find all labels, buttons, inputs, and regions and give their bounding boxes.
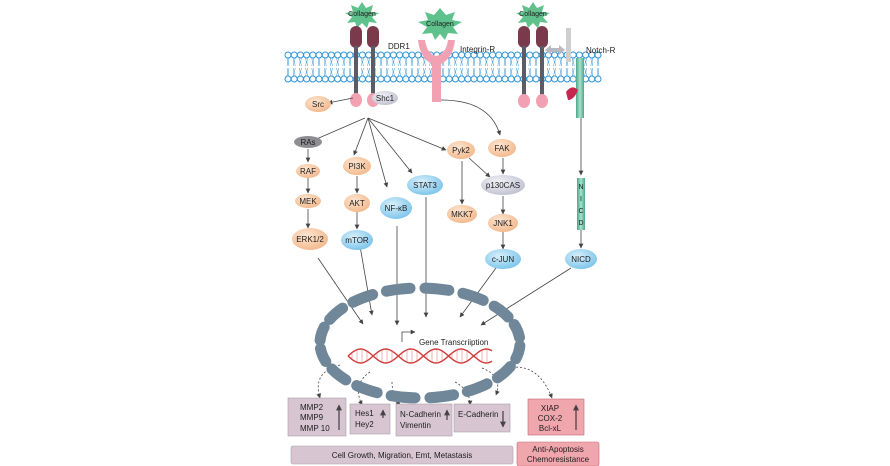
svg-text:COX-2: COX-2 <box>538 414 563 423</box>
node-src: Src <box>305 96 331 112</box>
svg-text:Shc1: Shc1 <box>376 94 395 103</box>
nicd-letter-n: N <box>578 184 583 191</box>
svg-text:MMP9: MMP9 <box>300 413 324 422</box>
dna-helix <box>347 348 493 364</box>
svg-text:NF-κB: NF-κB <box>385 204 408 213</box>
collagen-label-left: Collagen <box>348 11 376 18</box>
output-box-antiapoptotic: XIAP COX-2 Bcl-xL <box>527 398 585 436</box>
collagen-label-middle: Collagen <box>426 21 454 28</box>
output-box-hes-hey: Hes1 Hey2 <box>349 403 391 435</box>
ddr1-receptor <box>350 26 379 107</box>
collagen-left: Collagen <box>345 2 379 28</box>
nicd-letter-i: I <box>580 196 582 203</box>
integrin-receptor <box>418 40 455 102</box>
svg-text:MMP 10: MMP 10 <box>300 424 330 433</box>
svg-text:Chemoresistance: Chemoresistance <box>527 455 590 464</box>
svg-text:RAF: RAF <box>300 167 316 176</box>
notch-label: Notch-R <box>586 46 616 55</box>
anti-apoptosis-bar: Anti-Apoptosis Chemoresistance <box>516 441 600 466</box>
svg-text:c-JUN: c-JUN <box>492 255 514 264</box>
collagen-middle: Collagen <box>418 8 462 40</box>
svg-text:XIAP: XIAP <box>541 404 559 413</box>
svg-text:N-Cadherin: N-Cadherin <box>400 410 441 419</box>
svg-text:p130CAS: p130CAS <box>486 181 520 190</box>
integrin-label: Integrin-R <box>460 45 495 54</box>
nicd-letter-d: D <box>578 220 583 227</box>
svg-text:Pyk2: Pyk2 <box>452 146 470 155</box>
node-stat3: STAT3 <box>407 175 443 195</box>
output-box-ecadherin: E-Cadherin <box>453 403 511 433</box>
svg-text:MMP2: MMP2 <box>300 403 324 412</box>
svg-text:MEK: MEK <box>299 197 317 206</box>
ddr1-receptor-right <box>518 26 548 108</box>
svg-text:STAT3: STAT3 <box>413 181 437 190</box>
node-p130cas: p130CAS <box>481 175 525 195</box>
svg-text:NICD: NICD <box>571 255 591 264</box>
node-fak: FAK <box>488 139 516 157</box>
node-jnk1: JNK1 <box>488 214 518 232</box>
collagen-right: Collagen <box>516 2 550 28</box>
svg-text:RAs: RAs <box>300 138 315 147</box>
svg-text:E-Cadherin: E-Cadherin <box>458 410 498 419</box>
svg-text:ERK1/2: ERK1/2 <box>296 235 324 244</box>
node-shc1: Shc1 <box>372 91 398 105</box>
output-box-ncadherin: N-Cadherin Vimentin <box>395 403 453 437</box>
svg-text:PI3K: PI3K <box>348 162 366 171</box>
output-box-mmp: MMP2 MMP9 MMP 10 <box>287 397 347 437</box>
svg-text:MKK7: MKK7 <box>451 210 473 219</box>
cell-growth-bar: Cell Growth, Migration, Emt, Metastasis <box>290 445 514 465</box>
svg-text:mTOR: mTOR <box>345 236 369 245</box>
node-mkk7: MKK7 <box>447 205 477 223</box>
svg-text:Cell Growth, Migration, Emt, M: Cell Growth, Migration, Emt, Metastasis <box>332 451 472 460</box>
node-mtor: mTOR <box>341 230 373 250</box>
node-erk: ERK1/2 <box>292 228 328 250</box>
nucleus <box>314 282 526 404</box>
nicd-letter-c: C <box>578 208 583 215</box>
node-pi3k: PI3K <box>343 157 371 175</box>
gene-transcription-label: Gene Transcriiption <box>419 338 488 347</box>
ddr1-label: DDR1 <box>388 42 410 51</box>
svg-text:AKT: AKT <box>349 199 365 208</box>
svg-text:Vimentin: Vimentin <box>400 421 431 430</box>
notch-receptor <box>545 28 584 118</box>
node-mek: MEK <box>295 194 321 208</box>
node-akt: AKT <box>344 194 370 212</box>
nicd-membrane-fragment: N I C D <box>577 178 585 230</box>
node-raf: RAF <box>296 164 320 178</box>
svg-text:JNK1: JNK1 <box>493 219 513 228</box>
node-nfkb: NF-κB <box>380 197 412 219</box>
node-pyk2: Pyk2 <box>447 141 475 159</box>
svg-text:FAK: FAK <box>494 144 510 153</box>
svg-text:Hey2: Hey2 <box>355 420 374 429</box>
node-cjun: c-JUN <box>485 249 521 269</box>
svg-text:Hes1: Hes1 <box>355 409 374 418</box>
svg-text:Bcl-xL: Bcl-xL <box>539 424 562 433</box>
collagen-label-right: Collagen <box>519 11 547 18</box>
svg-text:Anti-Apoptosis: Anti-Apoptosis <box>532 445 584 454</box>
node-nicd: NICD <box>565 249 597 269</box>
svg-text:Src: Src <box>312 100 324 109</box>
node-ras: RAs <box>294 136 322 148</box>
